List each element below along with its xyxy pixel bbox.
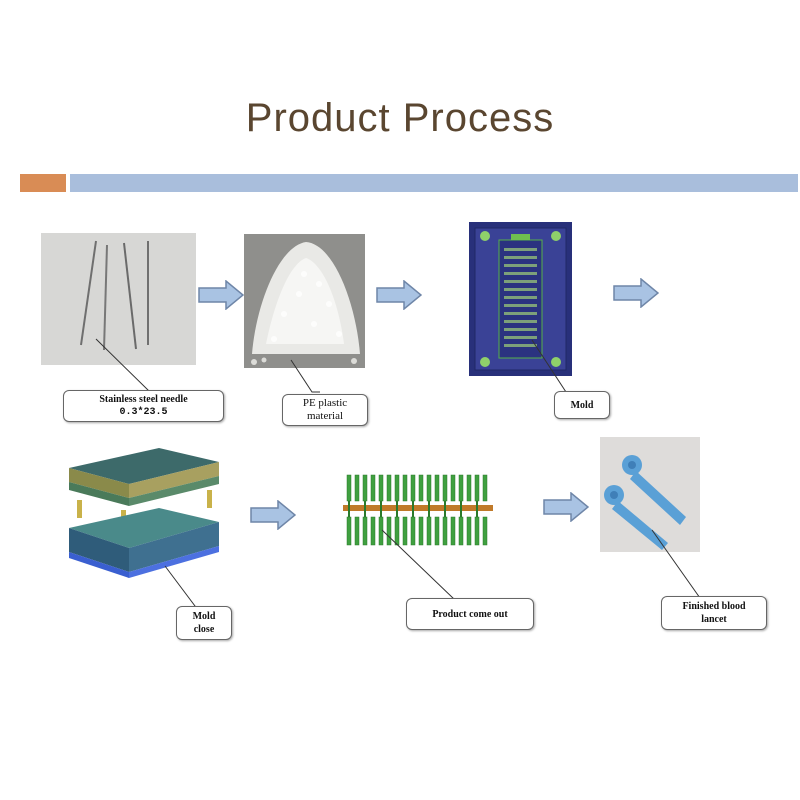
needle-callout-line2: 0.3*23.5 [119,407,168,418]
plastic-callout-line1: PE plastic [302,397,348,409]
mold-close-callout-line1: Mold [192,611,216,622]
plastic-callout: PE plastic material [282,394,368,426]
needle-photo [41,233,196,365]
finished-callout-line2: lancet [701,614,727,625]
needle-callout-line1: Stainless steel needle [99,394,188,405]
page-title: Product Process [245,96,555,140]
mold-close-callout-line2: close [193,624,215,635]
blood-lancet-photo [600,437,700,552]
plastic-pellets-photo [244,234,365,368]
mold-photo [469,222,572,376]
finished-callout-line1: Finished blood [682,601,746,612]
product-strip-photo [339,469,496,551]
mold-close-callout: Mold close [176,606,232,640]
accent-bar [20,174,66,192]
product-out-callout-line1: Product come out [432,608,508,620]
needle-callout: Stainless steel needle 0.3*23.5 [63,390,224,422]
right-arrow-icon [250,500,296,530]
right-arrow-icon [613,278,659,308]
right-arrow-icon [198,280,244,310]
plastic-callout-line2: material [306,410,344,422]
product-out-callout: Product come out [406,598,534,630]
mold-close-photo [49,440,235,582]
right-arrow-icon [543,492,589,522]
mold-callout: Mold [554,391,610,419]
header-bar [70,174,798,192]
finished-callout: Finished blood lancet [661,596,767,630]
mold-callout-line1: Mold [570,399,594,411]
right-arrow-icon [376,280,422,310]
